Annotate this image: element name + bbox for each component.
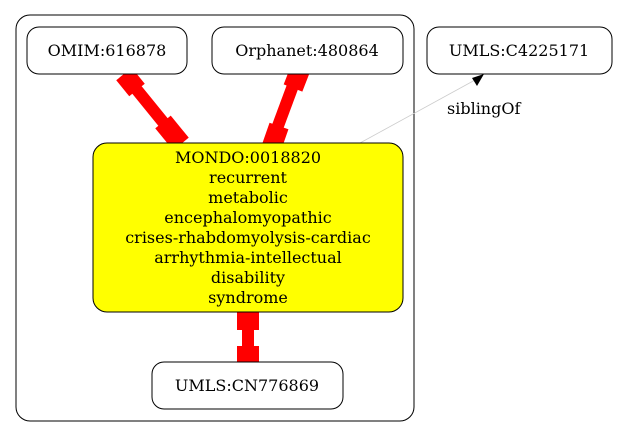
node-mondo-line-2: recurrent bbox=[209, 168, 287, 187]
node-mondo-line-7: disability bbox=[211, 268, 285, 287]
edge-omim-mondo bbox=[116, 67, 189, 151]
node-mondo-line-6: arrhythmia-intellectual bbox=[154, 248, 342, 267]
cluster-box bbox=[15, 14, 415, 422]
node-mondo-line-3: metabolic bbox=[208, 188, 288, 207]
node-omim[interactable]: OMIM:616878 bbox=[26, 26, 188, 75]
node-umls-cn776869[interactable]: UMLS:CN776869 bbox=[151, 361, 344, 410]
node-omim-label: OMIM:616878 bbox=[48, 41, 167, 60]
node-orphanet-label: Orphanet:480864 bbox=[235, 41, 379, 60]
edge-orphanet-mondo bbox=[262, 66, 310, 150]
node-umls-c4225171-label: UMLS:C4225171 bbox=[449, 41, 589, 60]
node-mondo-line-4: encephalomyopathic bbox=[164, 208, 332, 227]
node-mondo[interactable]: MONDO:0018820 recurrent metabolic enceph… bbox=[92, 142, 404, 313]
edge-siblingof: siblingOf bbox=[359, 74, 521, 144]
node-mondo-line-5: crises-rhabdomyolysis-cardiac bbox=[125, 228, 371, 247]
node-mondo-line-1: MONDO:0018820 bbox=[175, 148, 321, 167]
arrowhead-icon bbox=[472, 74, 484, 86]
node-umls-c4225171[interactable]: UMLS:C4225171 bbox=[426, 26, 613, 75]
edge-label-siblingof: siblingOf bbox=[447, 99, 521, 118]
node-umls-cn776869-label: UMLS:CN776869 bbox=[175, 376, 319, 395]
node-mondo-line-8: syndrome bbox=[208, 288, 288, 307]
node-orphanet[interactable]: Orphanet:480864 bbox=[211, 26, 404, 75]
